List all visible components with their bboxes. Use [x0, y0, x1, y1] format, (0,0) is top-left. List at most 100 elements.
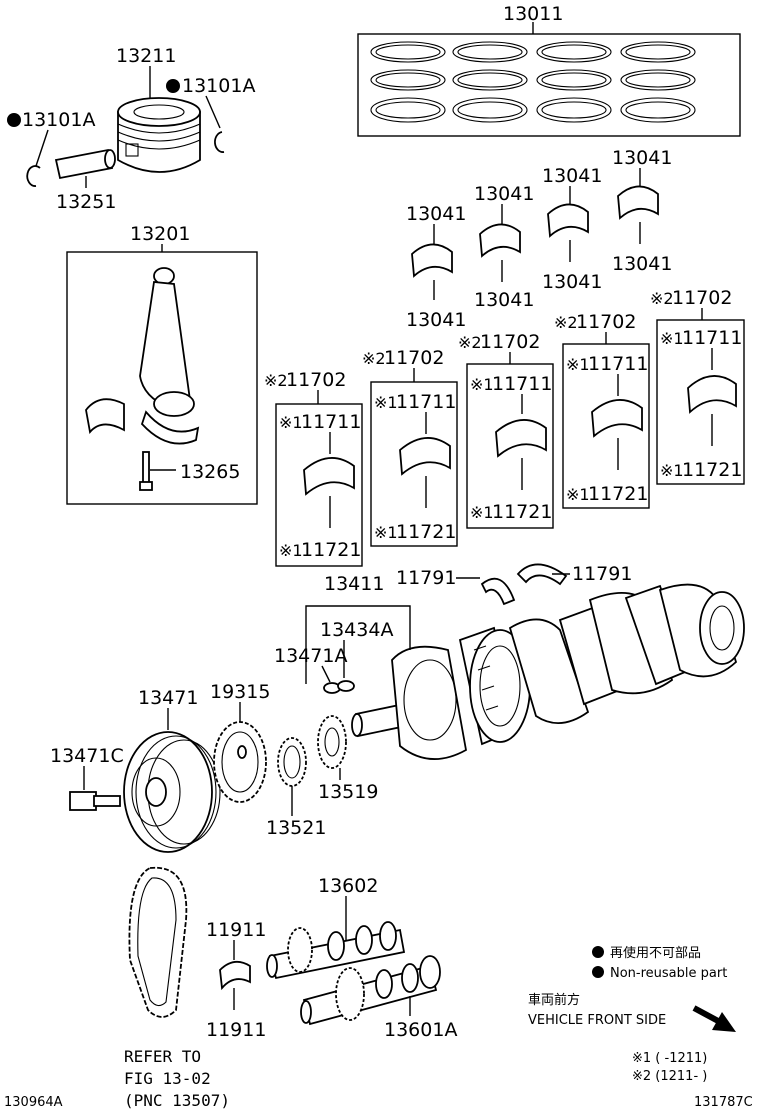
crank-key-group: 13411 13434A 13471A [274, 573, 411, 694]
thrust-washer-right [516, 563, 568, 586]
refer-line-1: REFER TO [124, 1047, 201, 1066]
label-19315: 19315 [210, 681, 270, 703]
label-13041-top-1: 13041 [406, 203, 466, 225]
refer-note-group: REFER TO FIG 13-02 (PNC 13507) [124, 1047, 230, 1110]
label-13041-bottom-3: 13041 [542, 271, 602, 293]
main-bearing-box-5 [656, 319, 745, 485]
label-13041-bottom-2: 13041 [474, 289, 534, 311]
label-11711-5: 11711 [682, 327, 742, 349]
label-13201: 13201 [130, 223, 190, 245]
label-13265: 13265 [180, 461, 240, 483]
piston-pin-drawing [54, 148, 116, 180]
sprocket-13521-ring [277, 737, 307, 787]
mark-1: ※1 [470, 503, 494, 522]
timing-chain-drawing [128, 866, 188, 1018]
legend-note-1: ※1 ( -1211) [632, 1051, 707, 1066]
mark-1: ※1 [279, 413, 303, 432]
main-bearing-set-5: ※2 11702 ※1 11711 ※1 11721 [650, 287, 745, 485]
ring-stack-1 [370, 41, 446, 123]
label-13041-top-4: 13041 [612, 147, 672, 169]
nonreusable-dot-icon [166, 79, 180, 93]
mark-2: ※2 [458, 333, 482, 352]
label-11911-top: 11911 [206, 919, 266, 941]
camshaft-upper [266, 921, 406, 980]
ring-stack-3 [536, 41, 612, 123]
mark-1: ※1 [374, 393, 398, 412]
pulley-bolt-drawing [69, 791, 121, 811]
rod-bearings-group: 13041 13041 13041 13041 13041 13041 1304… [406, 147, 672, 331]
label-11702-3: 11702 [480, 331, 540, 353]
label-11721-1: 11721 [301, 539, 361, 561]
label-13011: 13011 [503, 3, 563, 25]
bearing-shell-1 [411, 243, 453, 278]
label-13602: 13602 [318, 875, 378, 897]
label-11711-4: 11711 [588, 353, 648, 375]
pulley-outer [123, 731, 213, 853]
woodruff-key-2 [337, 680, 355, 692]
legend-nonreusable-en: Non-reusable part [610, 966, 727, 981]
label-11711-2: 11711 [396, 391, 456, 413]
label-13471: 13471 [138, 687, 198, 709]
snap-ring-left [26, 165, 41, 187]
label-13101a-left: 13101A [22, 109, 95, 131]
cam-bearing-shell [219, 960, 251, 991]
crankshaft-drawing [351, 583, 745, 760]
main-bearing-set-2: ※2 11702 ※1 11711 ※1 11721 [362, 347, 458, 547]
piston-group: 13211 13101A 13101A 13251 [7, 45, 255, 213]
refer-line-2: FIG 13-02 [124, 1069, 211, 1088]
mark-1: ※1 [374, 523, 398, 542]
camshaft-lower [300, 955, 441, 1026]
main-bearing-set-4: ※2 11702 ※1 11711 ※1 11721 [554, 311, 650, 509]
label-11711-3: 11711 [492, 373, 552, 395]
piston-ring-set-box [357, 33, 741, 137]
legend-front-en: VEHICLE FRONT SIDE [528, 1013, 666, 1028]
rod-bolt-drawing [139, 451, 153, 491]
label-13471c: 13471C [50, 745, 124, 767]
connecting-rod-box [66, 251, 258, 505]
main-bearing-shell-2 [399, 437, 451, 476]
main-bearing-set-3: ※2 11702 ※1 11711 ※1 11721 [458, 331, 554, 529]
main-bearing-box-3 [466, 363, 554, 529]
mark-1: ※1 [660, 461, 684, 480]
label-13471a: 13471A [274, 645, 347, 667]
label-11911-bottom: 11911 [206, 1019, 266, 1041]
label-11791-right: 11791 [572, 563, 632, 585]
mark-1: ※1 [279, 541, 303, 560]
mark-2: ※2 [264, 371, 288, 390]
thrust-washer-group: 11791 11791 [396, 563, 632, 606]
label-11721-3: 11721 [492, 501, 552, 523]
refer-line-3: (PNC 13507) [124, 1091, 230, 1110]
main-bearing-shell-5 [687, 375, 737, 414]
label-13041-top-3: 13041 [542, 165, 602, 187]
label-11721-2: 11721 [396, 521, 456, 543]
label-11702-4: 11702 [576, 311, 636, 333]
main-bearing-box-2 [370, 381, 458, 547]
ring-stack-2 [452, 41, 528, 123]
piston-drawing [117, 97, 201, 173]
mark-2: ※2 [362, 349, 386, 368]
oil-pump-drive-sprocket-group: 19315 13521 13519 [210, 681, 378, 839]
main-bearing-set-1: ※2 11702 ※1 11711 ※1 11721 [264, 369, 363, 567]
label-11791-left: 11791 [396, 567, 456, 589]
mark-1: ※1 [566, 355, 590, 374]
label-11721-4: 11721 [588, 483, 648, 505]
bearing-shell-3 [547, 203, 589, 238]
piston-ring-set-group: 13011 [357, 3, 741, 137]
label-11721-5: 11721 [682, 459, 742, 481]
thrust-washer-left [480, 577, 516, 606]
camshaft-group: 13602 13601A [266, 875, 457, 1041]
connecting-rod-drawing [139, 267, 200, 445]
main-bearing-shell-3 [495, 419, 547, 458]
label-13519: 13519 [318, 781, 378, 803]
figure-id-left: 130964A [4, 1095, 63, 1110]
nonreusable-dot-icon [7, 113, 21, 127]
legend-group: 再使用不可部品 Non-reusable part 車両前方 VEHICLE F… [528, 945, 736, 1084]
snap-ring-right [214, 131, 225, 153]
label-11702-5: 11702 [672, 287, 732, 309]
vehicle-front-arrow-icon [692, 1005, 736, 1032]
label-13211: 13211 [116, 45, 176, 67]
main-bearing-box-1 [275, 403, 363, 567]
mark-1: ※1 [470, 375, 494, 394]
mark-2: ※2 [650, 289, 674, 308]
label-13251: 13251 [56, 191, 116, 213]
